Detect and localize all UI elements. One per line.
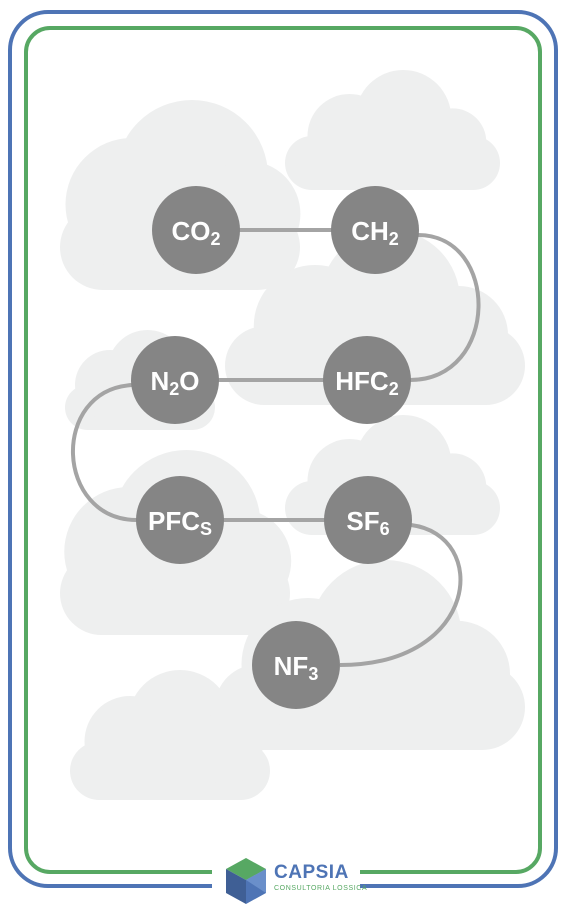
node-label: PFCS	[148, 506, 212, 539]
node-label: HFC2	[335, 366, 398, 399]
node-co2: CO2	[152, 186, 240, 274]
node-formula-subscript: 2	[169, 379, 179, 399]
node-label: NF3	[274, 651, 319, 684]
node-label: CH2	[351, 216, 399, 249]
node-formula-base: HFC	[335, 366, 389, 396]
node-formula-subscript: 2	[389, 229, 399, 249]
node-label: CO2	[171, 216, 220, 249]
node-sf6: SF6	[324, 476, 412, 564]
node-label: SF6	[346, 506, 389, 539]
logo-name: CAPSIA	[274, 862, 349, 883]
node-circle	[136, 476, 224, 564]
node-n2o: N2O	[131, 336, 219, 424]
node-circle	[131, 336, 219, 424]
node-formula-base: PFC	[148, 506, 200, 536]
node-formula-base: N	[150, 366, 169, 396]
cloud	[60, 100, 301, 290]
node-formula-base: CH	[351, 216, 389, 246]
node-formula-subscript: 2	[389, 379, 399, 399]
node-label: N2O	[150, 366, 199, 399]
node-hfc2: HFC2	[323, 336, 411, 424]
node-circle	[324, 476, 412, 564]
node-pfcs: PFCS	[136, 476, 224, 564]
node-circle	[323, 336, 411, 424]
cloud	[70, 670, 270, 800]
node-formula-base: CO	[171, 216, 210, 246]
connector-n2o-pfcs	[71, 383, 138, 522]
node-formula-subscript: 2	[210, 229, 220, 249]
node-circle	[152, 186, 240, 274]
node-formula-subscript: 6	[380, 519, 390, 539]
cloud	[285, 70, 500, 190]
node-ch2: CH2	[331, 186, 419, 274]
node-formula-tail: O	[179, 366, 199, 396]
node-circle	[252, 621, 340, 709]
node-formula-subscript: S	[200, 519, 212, 539]
node-nf3: NF3	[252, 621, 340, 709]
node-formula-base: SF	[346, 506, 379, 536]
connector-sf6-nf3	[339, 523, 463, 667]
logo-tagline: CONSULTORIA LOSSICA	[274, 885, 368, 892]
cube-logo-icon	[226, 858, 266, 904]
node-formula-subscript: 3	[308, 664, 318, 684]
node-formula-base: NF	[274, 651, 309, 681]
connector-ch2-hfc2	[409, 233, 481, 382]
logo: CAPSIA CONSULTORIA LOSSICA	[212, 852, 367, 910]
node-circle	[331, 186, 419, 274]
